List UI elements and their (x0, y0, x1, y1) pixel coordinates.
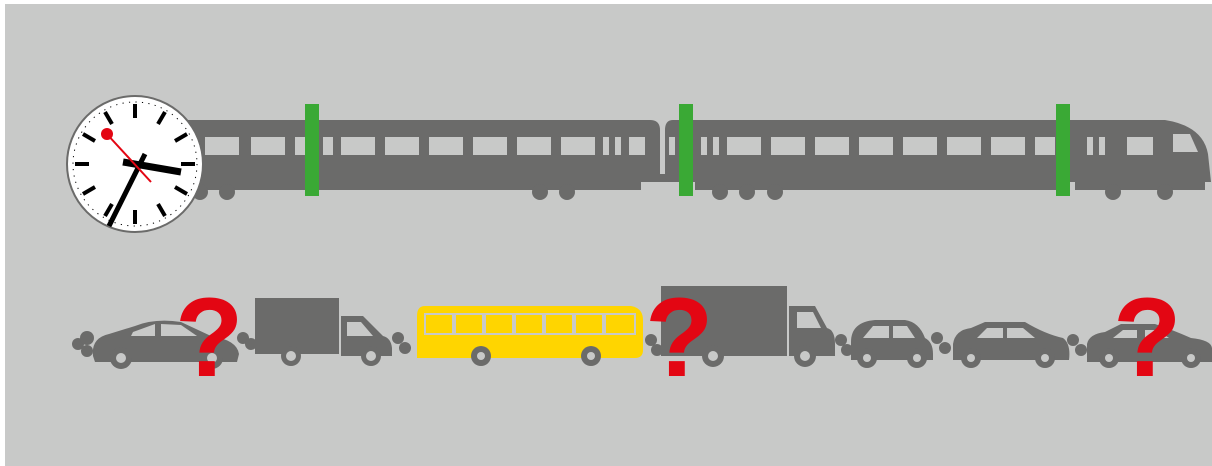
train-door (305, 104, 319, 196)
exhaust-smoke-icon (392, 332, 404, 344)
train-wheel (559, 184, 575, 200)
question-mark-1: ? (175, 275, 243, 400)
train-wheel (1157, 184, 1173, 200)
train-wheel (712, 184, 728, 200)
train-door (679, 104, 693, 196)
train-wheel (1105, 184, 1121, 200)
train-car-2 (665, 120, 1067, 200)
train-wheel (739, 184, 755, 200)
train-car-1 (145, 120, 660, 200)
bus-icon (392, 306, 643, 366)
station-clock-icon (67, 96, 203, 232)
question-mark-2: ? (645, 275, 713, 400)
train-windows (205, 134, 1198, 155)
train-wheel (767, 184, 783, 200)
question-mark-3: ? (1113, 275, 1181, 400)
exhaust-smoke-icon (835, 334, 847, 346)
exhaust-smoke-icon (1067, 334, 1079, 346)
exhaust-smoke-icon (931, 332, 943, 344)
train-icon (145, 120, 1211, 200)
train-cab (1067, 120, 1211, 200)
train-vs-traffic-illustration: ? ? ? (5, 4, 1212, 466)
train-door (1056, 104, 1070, 196)
illustration-panel: ? ? ? (5, 4, 1212, 466)
train-wheel (532, 184, 548, 200)
train-wheel (219, 184, 235, 200)
